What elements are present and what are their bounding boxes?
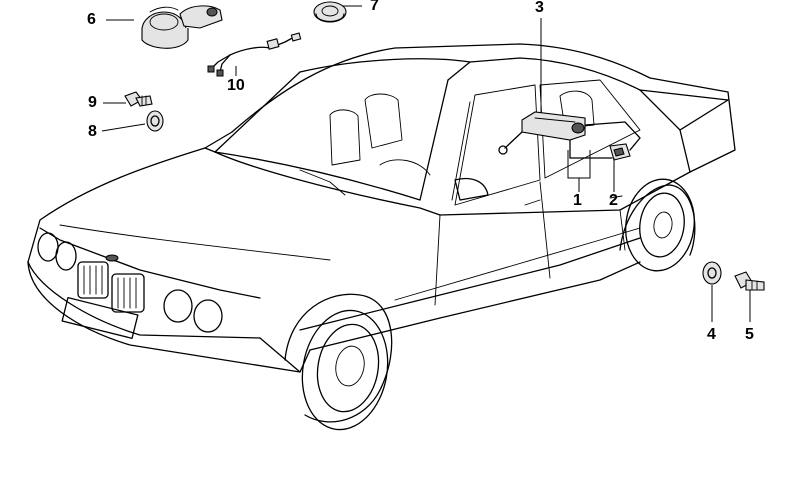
part-10-cable <box>207 32 302 77</box>
callout-2: 2 <box>609 192 618 209</box>
leader-lines <box>101 5 751 322</box>
part-5-bolt <box>734 271 765 291</box>
callout-7: 7 <box>370 0 379 14</box>
callout-9: 9 <box>88 94 97 111</box>
car-illustration <box>27 43 736 431</box>
part-4-washer <box>702 261 722 285</box>
callout-4: 4 <box>707 326 716 343</box>
part-3-module <box>521 111 586 141</box>
part-1-wiring-harness <box>498 121 641 159</box>
part-2-connector <box>609 143 631 161</box>
part-8-washer <box>146 110 164 132</box>
callout-5: 5 <box>745 326 754 343</box>
callout-3: 3 <box>535 0 544 16</box>
callout-6: 6 <box>87 11 96 28</box>
part-6-assembly <box>141 5 223 49</box>
part-7-coil <box>313 1 347 23</box>
callout-8: 8 <box>88 123 97 140</box>
part-9-bolt <box>124 91 153 107</box>
callout-10: 10 <box>227 77 245 94</box>
callout-1: 1 <box>573 192 582 209</box>
